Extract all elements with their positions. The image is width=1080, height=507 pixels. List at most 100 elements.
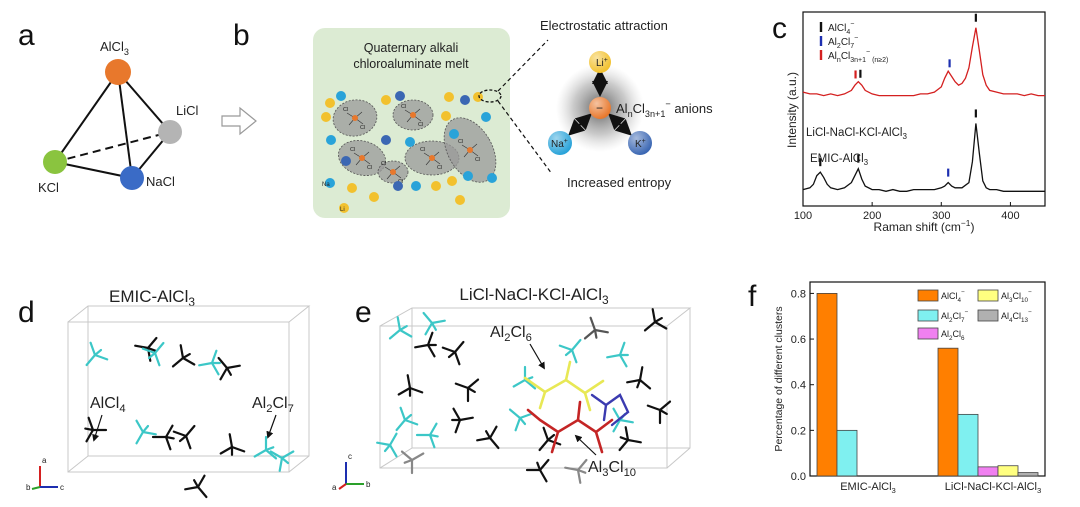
entropy-label: Increased entropy — [567, 175, 672, 190]
molecule-bond — [179, 344, 185, 360]
molecule-bond — [135, 419, 145, 434]
molecule-bond — [593, 328, 598, 339]
bar-legend-swatch — [977, 309, 999, 322]
edge-alcl3-licl — [117, 71, 171, 133]
molecule-bond — [196, 485, 208, 499]
molecule-bond — [397, 386, 412, 396]
melt-ion-li — [321, 112, 331, 122]
molecule-bond — [253, 448, 268, 458]
bar — [816, 293, 838, 477]
molecule-bond — [388, 443, 398, 458]
bar-y-tick-label: 0.4 — [791, 380, 806, 392]
molecule-bond — [428, 422, 438, 437]
anion-label: AlnCl3n+1− anions — [616, 99, 713, 119]
melt-ion-k — [395, 91, 405, 101]
molecule-bond — [400, 450, 414, 462]
cation-k-label: K+ — [635, 138, 646, 150]
melt-ion-na — [326, 135, 336, 145]
raman-x-tick-label: 100 — [794, 210, 812, 222]
molecule-bond — [269, 450, 284, 460]
molecule-bond — [454, 382, 470, 390]
molecule-bond — [399, 406, 407, 422]
molecule-bond — [458, 416, 474, 422]
bar-legend-entry: Al2Cl7− — [941, 309, 969, 324]
bar-y-tick-label: 0.2 — [791, 425, 806, 437]
molecule-bond — [638, 366, 644, 382]
axis-a-label-e: a — [332, 483, 337, 492]
molecule-bond — [538, 468, 548, 483]
raman-series-line — [802, 27, 1045, 97]
molecule-bond — [172, 430, 188, 438]
bar — [997, 465, 1019, 477]
melt-ion-na — [487, 173, 497, 183]
molecule-bond — [219, 445, 234, 455]
molecules-e — [376, 308, 672, 484]
raman-legend-entry: AlCl4− — [828, 21, 854, 36]
molecule-bond — [538, 438, 550, 452]
cluster-al-atom — [390, 169, 396, 175]
molecule-bond — [658, 408, 668, 415]
raman-series-line — [802, 123, 1045, 192]
molecule-bond — [403, 418, 419, 426]
melt-ion-na — [411, 181, 421, 191]
node-kcl — [43, 150, 67, 174]
molecule-bond — [430, 319, 446, 325]
molecule-bond — [638, 378, 652, 390]
cluster-cl-label: Cl — [343, 107, 348, 113]
melt-title-line2: chloroaluminate melt — [353, 57, 469, 71]
panel-a: a AlCl3 LiCl KCl NaCl — [18, 19, 257, 195]
axis-c-label-e: c — [348, 452, 352, 461]
molecule-bond — [153, 351, 161, 367]
molecule-bond — [646, 404, 662, 412]
molecule-bond — [184, 434, 192, 450]
arrow-from-k — [608, 113, 630, 134]
molecule-bond — [452, 407, 462, 422]
cluster-cl-label: Cl — [381, 161, 386, 167]
node-alcl3 — [105, 59, 131, 85]
molecule-bond — [93, 353, 109, 361]
melt-ion-li — [381, 95, 391, 105]
molecule-bond — [210, 349, 218, 365]
raman-plot-frame — [802, 11, 1046, 207]
raman-x-tick-label: 200 — [863, 210, 881, 222]
unit-cell-box-e — [379, 307, 692, 469]
molecule-bond — [147, 351, 157, 360]
molecule-bond — [135, 430, 145, 445]
anion-minus: − — [596, 101, 603, 115]
molecule-bond — [618, 438, 630, 452]
molecule-bond — [485, 430, 492, 440]
molecule-bond — [414, 343, 430, 349]
molecule-bond — [196, 474, 206, 489]
molecule-bond — [523, 378, 537, 390]
molecule-bond — [542, 426, 550, 442]
molecule-bond — [184, 485, 200, 491]
molecule-bond — [488, 436, 500, 450]
molecule-bond — [403, 413, 413, 422]
molecule-bond — [171, 356, 185, 368]
molecule-bond — [576, 458, 588, 472]
molecule-al2cl6 — [523, 360, 605, 412]
molecule-bond — [264, 448, 278, 460]
molecule-bond — [85, 428, 95, 443]
melt-ion-k — [393, 181, 403, 191]
molecule-bond — [181, 353, 191, 360]
cluster-cl-label: Cl — [401, 104, 406, 110]
molecule-bond — [184, 424, 196, 438]
molecule-bond — [87, 416, 95, 432]
zoom-line-top — [497, 39, 549, 92]
molecule-bond — [454, 418, 462, 434]
panel-b: b Quaternary alkali chloroaluminate melt… — [233, 18, 713, 218]
molecule-bond — [624, 426, 630, 442]
molecule-bond — [518, 412, 534, 420]
molecule-bond — [264, 446, 275, 452]
panel-e-ann-al3cl10: Al3Cl10 — [588, 459, 636, 479]
molecule-bond — [426, 343, 436, 358]
bar-legend-swatch — [917, 309, 939, 322]
molecule-bond — [225, 366, 232, 376]
molecule-al3cl10 — [526, 400, 614, 454]
cluster-cl-label: Cl — [367, 165, 372, 171]
molecule-bond — [198, 361, 214, 367]
panel-letter-d: d — [18, 296, 35, 329]
